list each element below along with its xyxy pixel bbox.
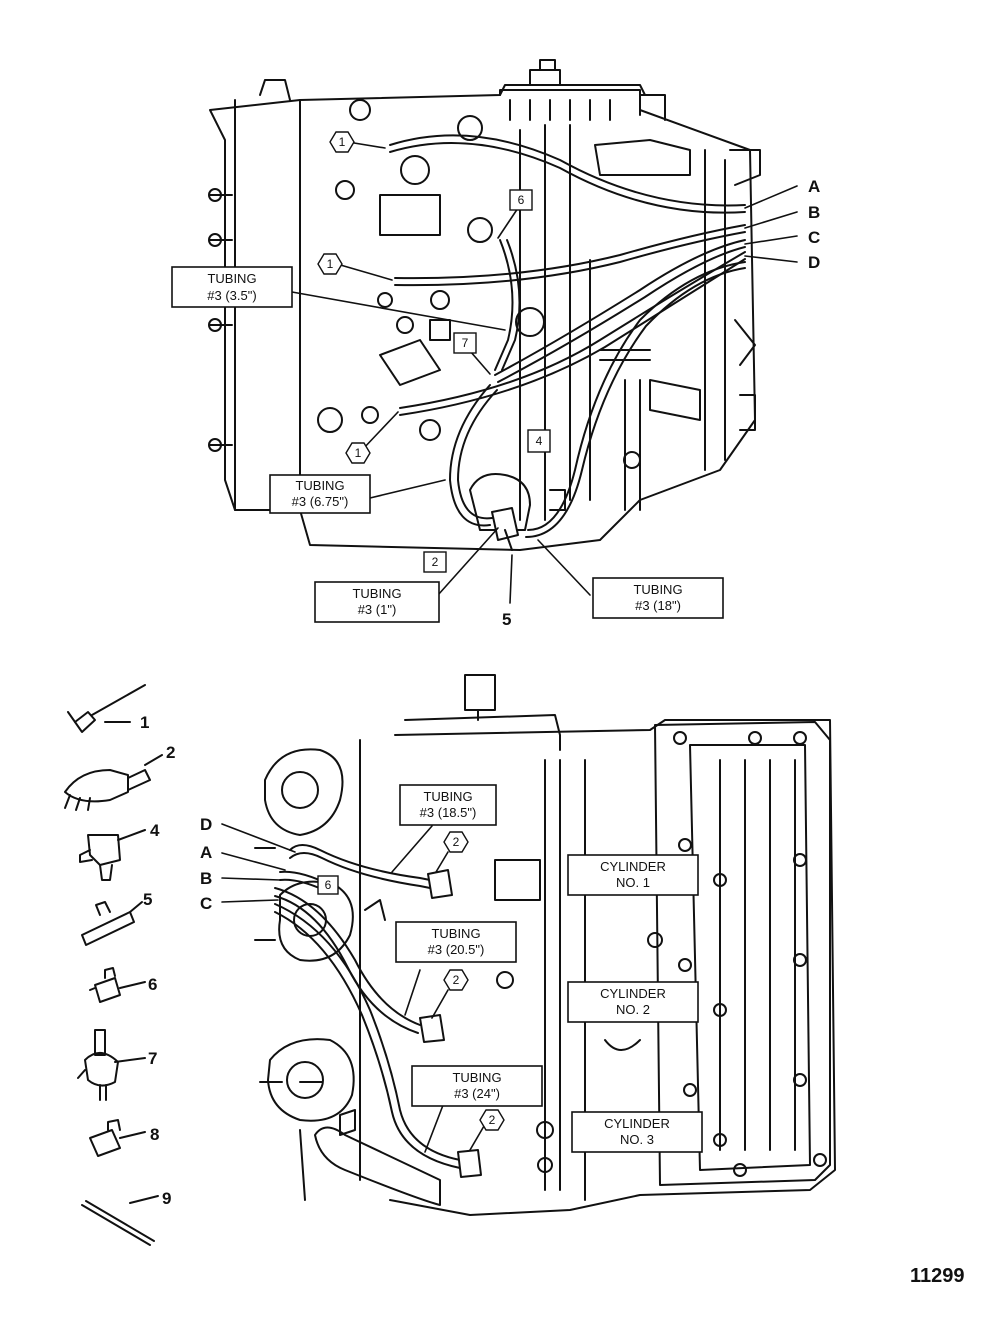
legend-part-8 bbox=[89, 1119, 146, 1157]
cylinder-label-2: CYLINDER NO. 2 bbox=[567, 981, 699, 1023]
legend-part-9 bbox=[81, 1195, 159, 1246]
legend-part-6 bbox=[89, 967, 146, 1003]
top-hex-callout-1c: 1 bbox=[345, 442, 371, 464]
svg-text:TUBING: TUBING bbox=[452, 1070, 501, 1085]
svg-text:#3 (18"): #3 (18") bbox=[635, 598, 681, 613]
legend-part-1 bbox=[67, 684, 146, 733]
bottom-tubing-label-18-5: TUBING #3 (18.5") bbox=[399, 784, 497, 826]
bottom-hex-callout-2c: 2 bbox=[479, 1109, 505, 1131]
svg-text:#3 (20.5"): #3 (20.5") bbox=[428, 942, 485, 957]
legend-label-7: 7 bbox=[148, 1049, 157, 1068]
top-letter-a: A bbox=[808, 177, 820, 196]
svg-text:2: 2 bbox=[453, 973, 460, 987]
svg-text:CYLINDER: CYLINDER bbox=[600, 986, 666, 1001]
top-square-callout-2: 2 bbox=[423, 551, 447, 573]
svg-text:1: 1 bbox=[327, 257, 334, 271]
svg-text:NO. 1: NO. 1 bbox=[616, 875, 650, 890]
bottom-tubing-label-20-5: TUBING #3 (20.5") bbox=[395, 921, 517, 963]
top-letter-b: B bbox=[808, 203, 820, 222]
svg-text:#3 (1"): #3 (1") bbox=[358, 602, 397, 617]
svg-text:#3 (3.5"): #3 (3.5") bbox=[207, 288, 256, 303]
legend-label-5: 5 bbox=[143, 890, 152, 909]
svg-text:6: 6 bbox=[325, 878, 332, 892]
top-square-callout-6: 6 bbox=[509, 189, 533, 211]
legend-part-2 bbox=[64, 754, 163, 811]
svg-text:#3 (6.75"): #3 (6.75") bbox=[292, 494, 349, 509]
svg-text:2: 2 bbox=[432, 555, 439, 569]
legend-label-8: 8 bbox=[150, 1125, 159, 1144]
top-hex-callout-1a: 1 bbox=[329, 131, 355, 153]
svg-text:2: 2 bbox=[489, 1113, 496, 1127]
legend-label-9: 9 bbox=[162, 1189, 171, 1208]
svg-text:1: 1 bbox=[339, 135, 346, 149]
bottom-letter-c: C bbox=[200, 894, 212, 913]
bottom-hex-callout-2b: 2 bbox=[443, 969, 469, 991]
bottom-letter-d: D bbox=[200, 815, 212, 834]
top-tubing-label-6-75: TUBING #3 (6.75") bbox=[269, 474, 371, 514]
bottom-tubing-label-24: TUBING #3 (24") bbox=[411, 1065, 543, 1107]
svg-text:CYLINDER: CYLINDER bbox=[604, 1116, 670, 1131]
svg-text:TUBING: TUBING bbox=[423, 789, 472, 804]
top-letter-callouts: A B C D 5 bbox=[502, 177, 820, 629]
svg-text:6: 6 bbox=[518, 193, 525, 207]
top-part-callouts: 1 1 1 6 7 4 2 bbox=[317, 131, 551, 573]
svg-text:TUBING: TUBING bbox=[207, 271, 256, 286]
cylinder-label-1: CYLINDER NO. 1 bbox=[567, 854, 699, 896]
svg-text:NO. 2: NO. 2 bbox=[616, 1002, 650, 1017]
svg-text:TUBING: TUBING bbox=[633, 582, 682, 597]
top-tubing-label-18: TUBING #3 (18") bbox=[592, 577, 724, 619]
svg-text:NO. 3: NO. 3 bbox=[620, 1132, 654, 1147]
bottom-hex-callout-2a: 2 bbox=[443, 831, 469, 853]
top-square-callout-7: 7 bbox=[453, 332, 477, 354]
bottom-letter-callouts: D A B C bbox=[200, 815, 212, 913]
legend-label-1: 1 bbox=[140, 713, 149, 732]
svg-text:TUBING: TUBING bbox=[352, 586, 401, 601]
svg-text:4: 4 bbox=[536, 434, 543, 448]
legend-part-5 bbox=[81, 901, 143, 946]
cylinder-label-3: CYLINDER NO. 3 bbox=[571, 1111, 703, 1153]
top-callout-5: 5 bbox=[502, 610, 511, 629]
bottom-letter-b: B bbox=[200, 869, 212, 888]
top-engine-illustration bbox=[208, 59, 761, 551]
bottom-part-callouts: 2 2 2 6 bbox=[317, 831, 505, 1131]
top-letter-d: D bbox=[808, 253, 820, 272]
svg-text:TUBING: TUBING bbox=[295, 478, 344, 493]
figure-number: 11299 bbox=[910, 1265, 965, 1287]
bottom-letter-a: A bbox=[200, 843, 212, 862]
legend-part-4 bbox=[79, 829, 146, 881]
top-tubing-label-1: TUBING #3 (1") bbox=[314, 581, 440, 623]
parts-legend: 1 2 4 5 6 bbox=[64, 684, 175, 1246]
top-letter-c: C bbox=[808, 228, 820, 247]
legend-label-2: 2 bbox=[166, 743, 175, 762]
svg-text:7: 7 bbox=[462, 336, 469, 350]
svg-text:#3 (18.5"): #3 (18.5") bbox=[420, 805, 477, 820]
top-tubing-label-3-5: TUBING #3 (3.5") bbox=[171, 266, 293, 308]
legend-label-4: 4 bbox=[150, 821, 160, 840]
top-hoses bbox=[389, 134, 746, 551]
svg-text:CYLINDER: CYLINDER bbox=[600, 859, 666, 874]
bottom-leader-lines bbox=[221, 823, 485, 1153]
svg-text:TUBING: TUBING bbox=[431, 926, 480, 941]
svg-text:1: 1 bbox=[355, 446, 362, 460]
bottom-square-callout-6: 6 bbox=[317, 875, 339, 895]
top-leader-lines bbox=[291, 141, 798, 604]
bottom-engine-illustration bbox=[254, 674, 836, 1216]
legend-label-6: 6 bbox=[148, 975, 157, 994]
bottom-hoses bbox=[274, 844, 482, 1178]
top-hex-callout-1b: 1 bbox=[317, 253, 343, 275]
svg-text:#3 (24"): #3 (24") bbox=[454, 1086, 500, 1101]
legend-part-7 bbox=[77, 1029, 146, 1101]
svg-text:2: 2 bbox=[453, 835, 460, 849]
top-square-callout-4: 4 bbox=[527, 429, 551, 453]
